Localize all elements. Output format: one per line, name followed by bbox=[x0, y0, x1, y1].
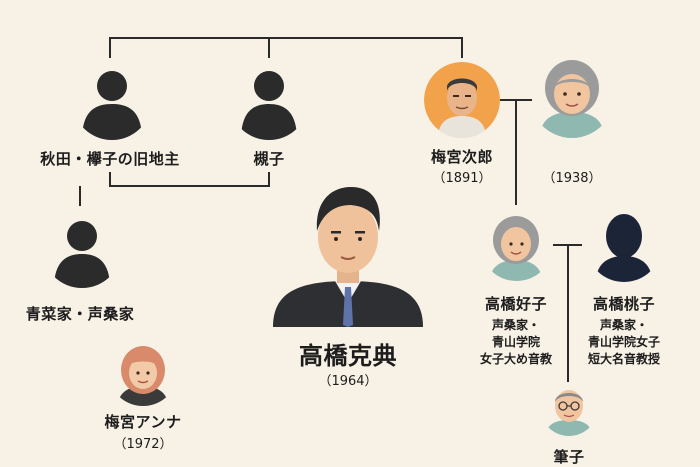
fudeko-avatar bbox=[540, 378, 598, 436]
elderly-woman-portrait-icon bbox=[490, 216, 542, 281]
elderly-man-glasses-portrait-icon bbox=[546, 390, 592, 436]
top-connector bbox=[109, 37, 463, 58]
takahashi-shuko-note-1: 声桑家・ bbox=[599, 318, 648, 332]
takahashi-yoshiko-note-3: 女子大め音教 bbox=[479, 352, 552, 366]
wife-avatar bbox=[530, 54, 614, 138]
akita-avatar bbox=[72, 60, 152, 140]
umemiya-jiro-year: （1891） bbox=[432, 171, 492, 186]
takahashi-yoshiko-avatar bbox=[480, 208, 553, 281]
elderly-woman-portrait-icon bbox=[540, 60, 604, 138]
aonagaya-name: 青菜家・声桑家 bbox=[25, 305, 135, 323]
takahashi-yoshiko-note-2: 青山学院 bbox=[491, 335, 540, 349]
takahashi-shuko-note-2: 青山学院女子 bbox=[587, 335, 660, 349]
takahashi-shuko-note-3: 短大名音教授 bbox=[587, 352, 660, 366]
takahashi-yoshiko-name: 高橋好子 bbox=[484, 295, 547, 313]
akita-tsuki-connector bbox=[109, 172, 270, 187]
fudeko-name: 筆子 bbox=[553, 448, 585, 466]
takahashi-shuko-name: 高橋桃子 bbox=[592, 295, 655, 313]
person-silhouette-icon bbox=[241, 71, 297, 140]
takahashi-katsunori-year: （1964） bbox=[318, 374, 378, 389]
umemiya-jiro-avatar bbox=[424, 62, 500, 138]
young-woman-portrait-icon bbox=[118, 346, 168, 406]
takahashi-katsunori-name: 高橋克典 bbox=[299, 342, 397, 370]
tsuki-name: 槻子 bbox=[253, 150, 285, 168]
wife-year: （1938） bbox=[542, 171, 602, 186]
person-silhouette-icon bbox=[82, 71, 142, 140]
person-silhouette-icon bbox=[54, 221, 110, 288]
takahashi-shuko-avatar bbox=[586, 206, 662, 282]
woman-silhouette-icon bbox=[596, 214, 652, 282]
man-in-suit-portrait-icon bbox=[273, 187, 423, 327]
umemiya-anna-name: 梅宮アンナ bbox=[104, 413, 182, 431]
umemiya-jiro-name: 梅宮次郎 bbox=[430, 148, 493, 166]
takahashi-yoshiko-note-1: 声桑家・ bbox=[491, 318, 540, 332]
akita-name: 秋田・欅子の旧地主 bbox=[40, 150, 180, 168]
aonagaya-avatar bbox=[42, 208, 122, 288]
umemiya-anna-avatar bbox=[108, 336, 178, 406]
elderly-man-portrait-icon bbox=[424, 62, 500, 138]
takahashi-katsunori-portrait bbox=[273, 175, 423, 327]
umemiya-anna-year: （1972） bbox=[113, 437, 173, 452]
tsuki-avatar bbox=[229, 60, 309, 140]
